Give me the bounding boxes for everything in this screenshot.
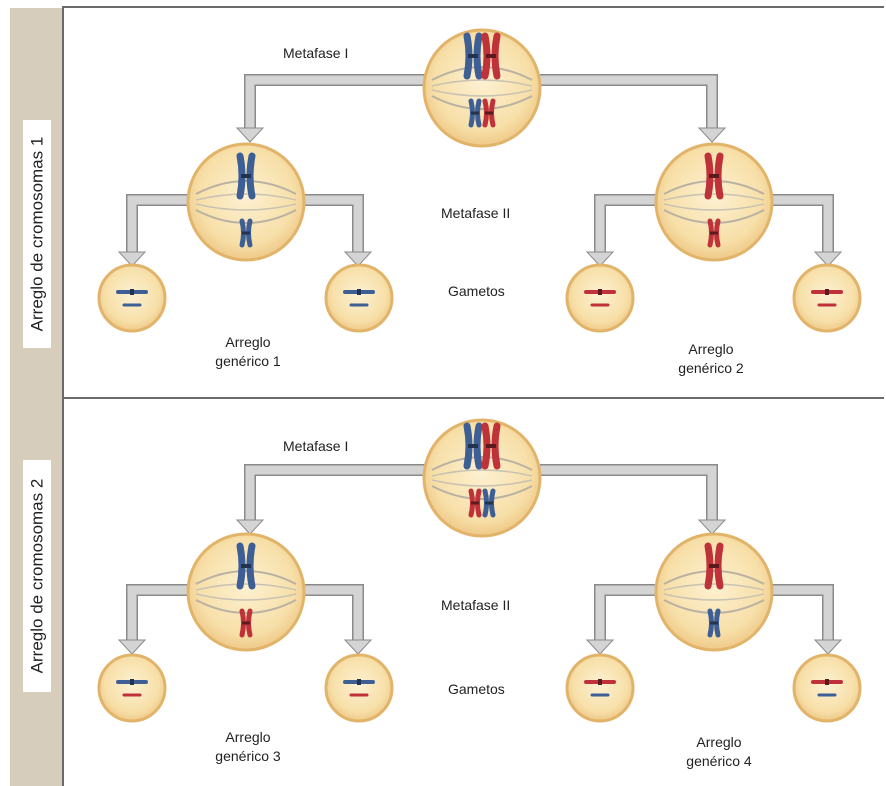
panel1-gametos-label: Gametos: [448, 283, 505, 299]
panel1-metafase1-cell: [422, 28, 542, 148]
panel2-gamete-3: [565, 653, 635, 723]
arrow-head: [586, 639, 614, 655]
panel2-metafase1-label: Metafase I: [283, 438, 349, 454]
panel1-gamete-4: [792, 263, 862, 333]
arreglo-word: Arreglo: [696, 734, 742, 750]
arreglo-word: Arreglo: [225, 334, 271, 350]
panel1-side-label-box: Arreglo de cromosomas 1: [23, 120, 51, 348]
panel2-side-label-box: Arreglo de cromosomas 2: [23, 460, 51, 692]
arrow-head: [236, 519, 264, 535]
panel1-metafase2-cell-right: [654, 142, 774, 262]
arrow-head: [118, 639, 146, 655]
arrow-head: [698, 519, 726, 535]
panel2-connectors: [126, 464, 834, 640]
panel2-metafase2-cell-left: [186, 532, 306, 652]
arrow-head: [344, 639, 372, 655]
arreglo-word: Arreglo: [225, 729, 271, 745]
panel2-arreglo-right: Arreglo genérico 4: [676, 733, 762, 771]
panel1-arreglo-left: Arreglo genérico 1: [205, 333, 291, 371]
panel1-arreglo-right: Arreglo genérico 2: [668, 340, 754, 378]
arrow-head: [698, 127, 726, 143]
panel2-gametos-label: Gametos: [448, 681, 505, 697]
arreglo-number: genérico 4: [686, 753, 752, 769]
panel2-gamete-1: [97, 653, 167, 723]
arreglo-number: genérico 3: [215, 748, 281, 764]
arrow-head: [814, 639, 842, 655]
panel2-diagram: [97, 418, 862, 723]
panel1-connectors: [126, 74, 834, 252]
arreglo-number: genérico 2: [678, 360, 744, 376]
panel1-metafase2-label: Metafase II: [441, 205, 511, 221]
panel1-metafase1-label: Metafase I: [283, 45, 349, 61]
panel1-gamete-3: [565, 263, 635, 333]
panel2-arreglo-left: Arreglo genérico 3: [205, 728, 291, 766]
arreglo-word: Arreglo: [688, 341, 734, 357]
panel2-metafase2-cell-right: [654, 532, 774, 652]
panel1-diagram: [97, 28, 862, 333]
panel2-gamete-4: [792, 653, 862, 723]
arreglo-number: genérico 1: [215, 353, 281, 369]
panel1-gamete-1: [97, 263, 167, 333]
panel1-top-border: [62, 6, 884, 8]
panel2-gamete-2: [324, 653, 394, 723]
panel1-gamete-2: [324, 263, 394, 333]
panel2-metafase2-label: Metafase II: [441, 597, 511, 613]
panel-divider: [62, 397, 884, 399]
panel1-metafase2-cell-left: [186, 142, 306, 262]
panel2-metafase1-cell: [422, 418, 542, 538]
arrow-head: [236, 127, 264, 143]
